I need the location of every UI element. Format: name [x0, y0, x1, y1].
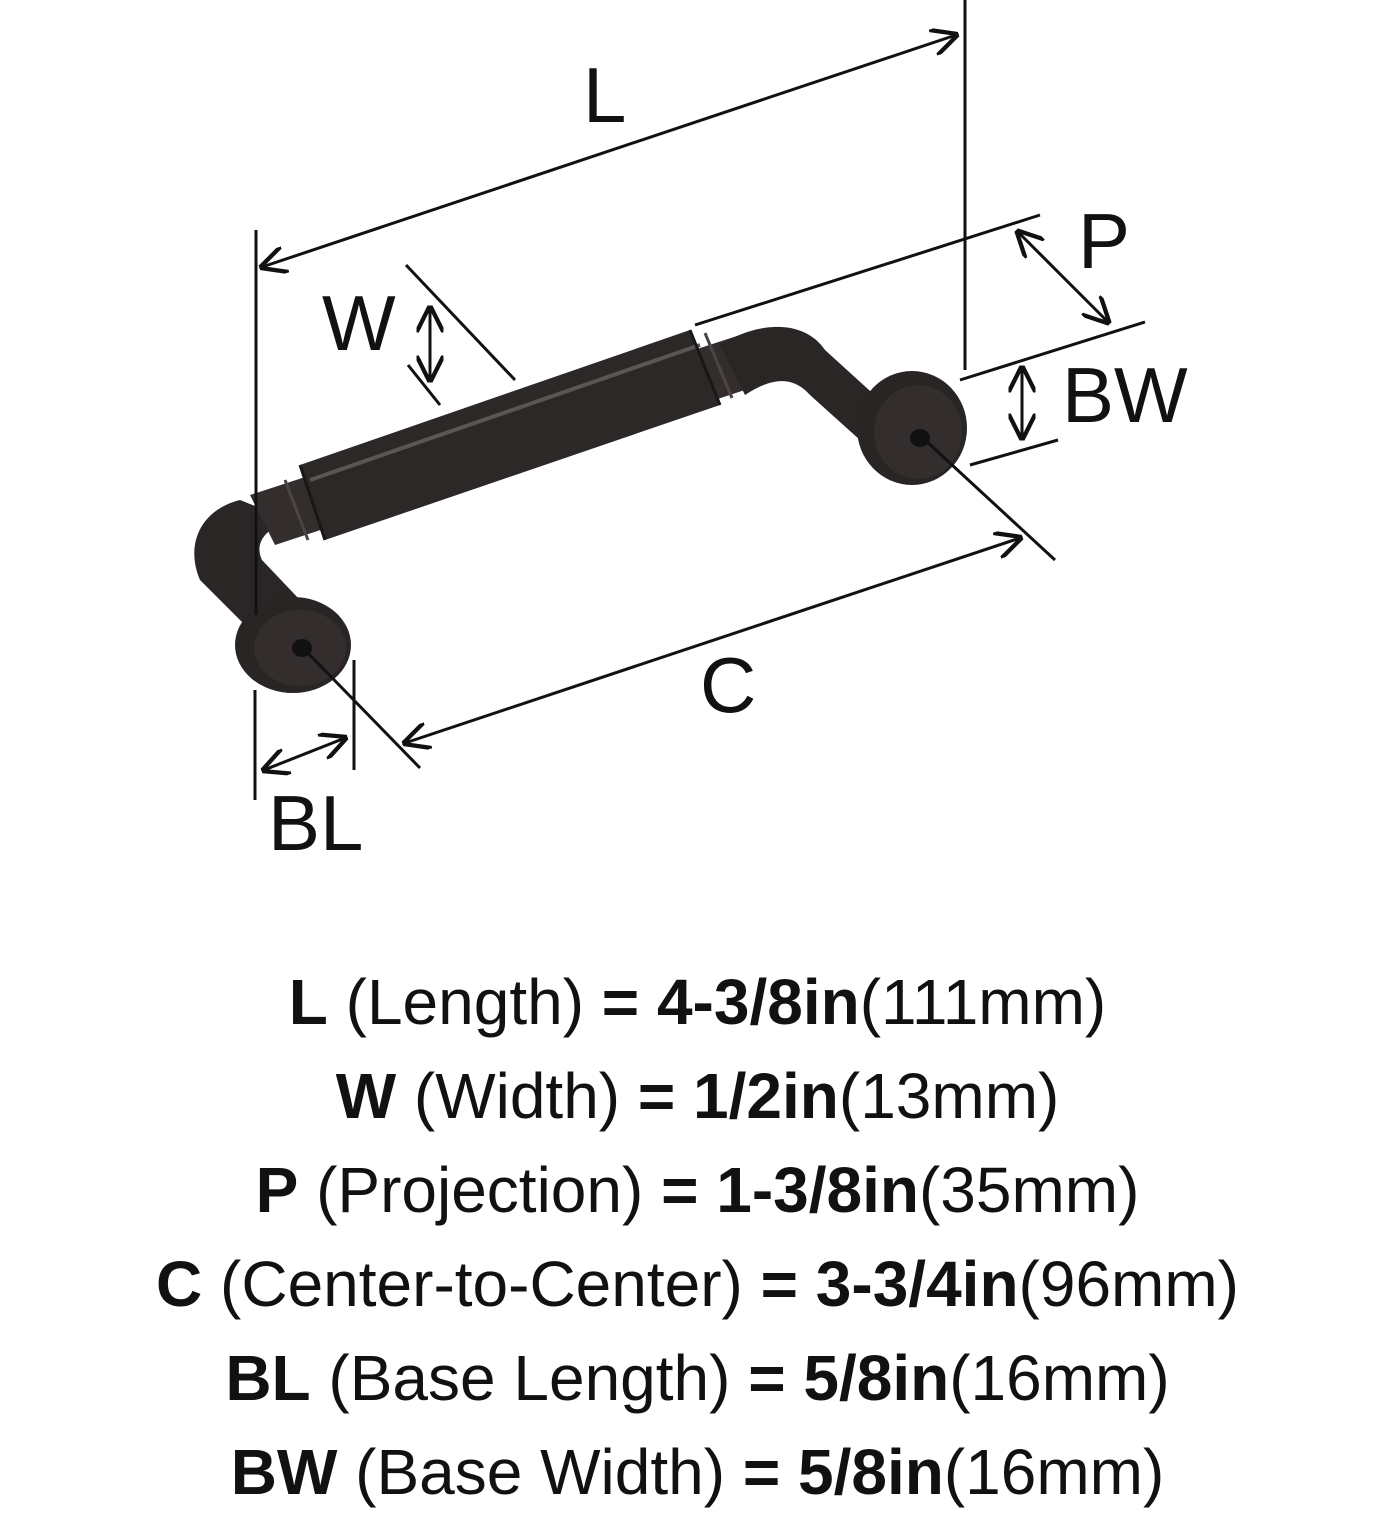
dim-arrow-l [262, 35, 956, 267]
spec-line-width: W (Width) = 1/2in(13mm) [0, 1049, 1395, 1143]
spec-metric: (35mm) [918, 1154, 1140, 1226]
extension-lines [253, 0, 1146, 800]
spec-abbr: W [335, 1060, 397, 1132]
spec-name: (Projection) [316, 1154, 644, 1226]
spec-equals: = [601, 966, 640, 1038]
spec-line-base-length: BL (Base Length) = 5/8in(16mm) [0, 1331, 1395, 1425]
spec-line-center-to-center: C (Center-to-Center) = 3-3/4in(96mm) [0, 1237, 1395, 1331]
spec-name: (Length) [345, 966, 585, 1038]
handle-right-bend [720, 326, 880, 440]
cabinet-handle [194, 326, 967, 693]
spec-imperial: 5/8in [803, 1342, 950, 1414]
label-c: C [700, 641, 756, 729]
spec-name: (Base Width) [355, 1436, 726, 1508]
spec-line-base-width: BW (Base Width) = 5/8in(16mm) [0, 1425, 1395, 1519]
dim-arrow-p [1018, 232, 1108, 322]
spec-equals: = [661, 1154, 699, 1226]
spec-line-length: L (Length) = 4-3/8in(111mm) [0, 955, 1395, 1049]
spec-name: (Center-to-Center) [220, 1248, 743, 1320]
spec-metric: (111mm) [859, 966, 1107, 1038]
spec-abbr: BL [225, 1342, 311, 1414]
handle-dimension-diagram: L W P BW C BL [194, 0, 1188, 867]
spec-metric: (16mm) [949, 1342, 1170, 1414]
label-bw: BW [1062, 351, 1188, 439]
spec-imperial: 1/2in [693, 1060, 839, 1132]
spec-equals: = [742, 1436, 781, 1508]
label-l: L [583, 51, 626, 139]
spec-name: (Width) [413, 1060, 621, 1132]
spec-abbr: L [288, 966, 328, 1038]
spec-abbr: C [156, 1248, 203, 1320]
dim-arrow-c [405, 538, 1020, 743]
dimension-spec-list: L (Length) = 4-3/8in(111mm) W (Width) = … [0, 955, 1395, 1519]
label-bl: BL [268, 779, 363, 867]
spec-name: (Base Length) [328, 1342, 731, 1414]
label-p: P [1078, 197, 1130, 285]
spec-imperial: 1-3/8in [716, 1154, 919, 1226]
spec-abbr: P [255, 1154, 299, 1226]
label-w: W [322, 279, 396, 367]
spec-line-projection: P (Projection) = 1-3/8in(35mm) [0, 1143, 1395, 1237]
spec-abbr: BW [230, 1436, 338, 1508]
spec-metric: (96mm) [1018, 1248, 1239, 1320]
spec-imperial: 4-3/8in [656, 966, 860, 1038]
spec-equals: = [637, 1060, 676, 1132]
spec-equals: = [748, 1342, 786, 1414]
spec-metric: (16mm) [943, 1436, 1165, 1508]
spec-imperial: 3-3/4in [815, 1248, 1019, 1320]
handle-left-bend [194, 500, 300, 625]
handle-barrel [300, 330, 720, 540]
spec-metric: (13mm) [838, 1060, 1060, 1132]
dim-arrow-bl [264, 738, 345, 770]
spec-imperial: 5/8in [797, 1436, 944, 1508]
spec-equals: = [760, 1248, 798, 1320]
